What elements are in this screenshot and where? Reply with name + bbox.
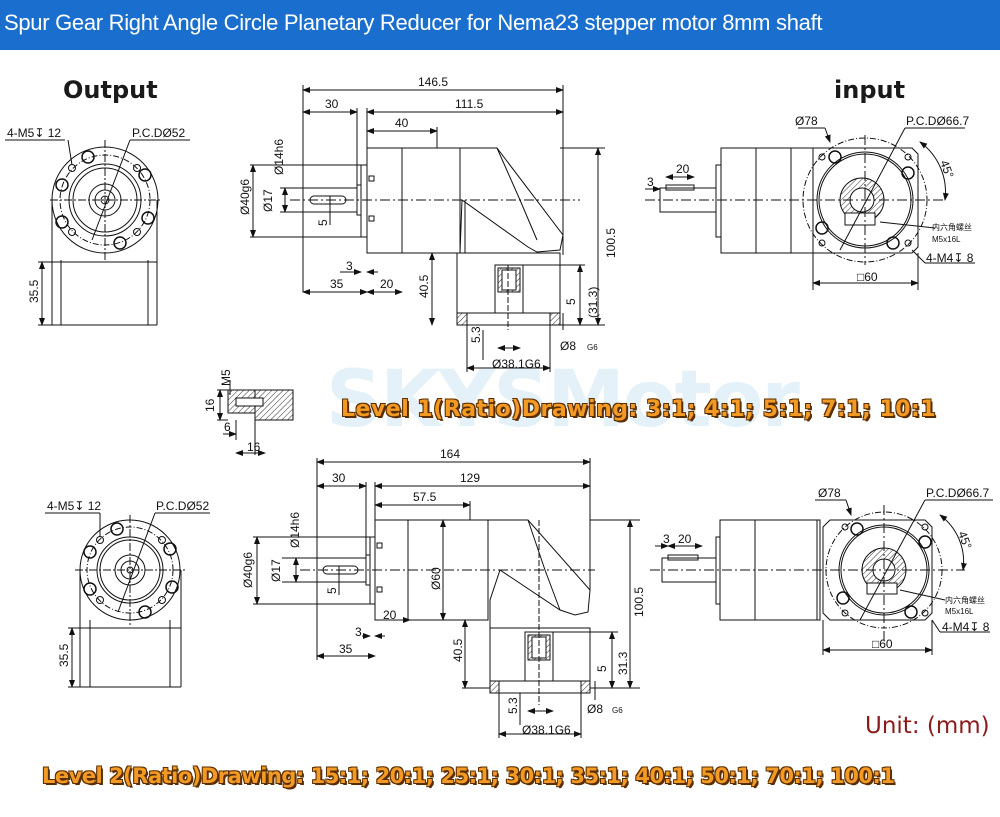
level1-caption: Level 1(Ratio)Drawing: 3:1; 4:1; 5:1; 7:… bbox=[341, 397, 937, 422]
l2-gear-section: 57.5 bbox=[413, 490, 437, 504]
l2-overall-length: 164 bbox=[440, 447, 460, 461]
key-detail bbox=[217, 380, 294, 456]
l2-screw-note: M5x16L bbox=[945, 607, 974, 616]
l1-overall-length: 146.5 bbox=[418, 75, 448, 89]
l1-total-height: 100.5 bbox=[604, 228, 618, 258]
l2-flange-width: 20 bbox=[383, 608, 397, 622]
l2-key-width: 5 bbox=[325, 587, 339, 594]
l1-gear-section: 40 bbox=[395, 116, 409, 130]
l1-flange-width: 20 bbox=[380, 277, 394, 291]
l1-shaft-dia: Ø14h6 bbox=[272, 139, 286, 175]
l2-input-angle: 45° bbox=[955, 529, 974, 551]
l2-input-key-length: 20 bbox=[678, 532, 692, 546]
l2-center-height: 40.5 bbox=[451, 638, 465, 662]
l2-output-pcd-callout: P.C.DØ52 bbox=[156, 499, 209, 513]
l1-input-bore: Ø8 bbox=[560, 339, 576, 353]
l2-input-bore-tol: G6 bbox=[612, 706, 623, 715]
l1-shaft-collar: Ø17 bbox=[261, 189, 275, 212]
l2-screw-note-cn: 内六角螺丝 bbox=[945, 595, 985, 605]
l1-output-pcd-callout: P.C.DØ52 bbox=[132, 126, 185, 140]
l2-input-key-offset: 3 bbox=[663, 532, 670, 546]
l2-input-depth: 5 bbox=[595, 665, 609, 672]
l2-base-thickness: 5.3 bbox=[506, 697, 520, 714]
l1-input-pcd: P.C.DØ66.7 bbox=[906, 114, 969, 128]
l2-output-height: 35.5 bbox=[57, 643, 71, 667]
l2-shaft-dia: Ø14h6 bbox=[288, 512, 302, 548]
l1-flange-dia: Ø40g6 bbox=[238, 179, 252, 215]
l1-pilot-dia: Ø38.1G6 bbox=[492, 357, 541, 371]
level2-input-view bbox=[650, 499, 993, 655]
l1-screw-note-cn: 内六角螺丝 bbox=[932, 222, 972, 232]
l1-center-height: 40.5 bbox=[417, 274, 431, 298]
key-width: 16 bbox=[247, 440, 261, 454]
l2-input-outer-dia: Ø78 bbox=[818, 486, 841, 500]
l1-output-bolt-callout: 4-M5↧ 12 bbox=[7, 126, 61, 140]
level1-output-view: Output bbox=[5, 76, 190, 326]
l2-input-bore: Ø8 bbox=[587, 702, 603, 716]
l1-output-height: 35.5 bbox=[27, 279, 41, 303]
l1-input-bolt-callout: 4-M4↧ 8 bbox=[926, 251, 974, 265]
l1-input-height: (31.3) bbox=[586, 287, 600, 318]
l1-input-key-length: 20 bbox=[676, 162, 690, 176]
key-thread: M5 bbox=[219, 369, 233, 386]
output-title: Output bbox=[63, 76, 158, 104]
key-height: 16 bbox=[203, 398, 217, 412]
l1-base-thickness: 5.3 bbox=[469, 326, 483, 343]
level2-caption: Level 2(Ratio)Drawing: 15:1; 20:1; 25:1;… bbox=[42, 764, 895, 788]
l2-pilot-dia: Ø38.1G6 bbox=[522, 723, 571, 737]
l1-input-outer-dia: Ø78 bbox=[795, 114, 818, 128]
l2-shaft-collar: Ø17 bbox=[269, 559, 283, 582]
l2-output-bolt-callout: 4-M5↧ 12 bbox=[47, 499, 101, 513]
l2-shaft-offset: 35 bbox=[339, 642, 353, 656]
l1-input-square: □60 bbox=[857, 270, 878, 284]
l1-input-key-offset: 3 bbox=[647, 175, 654, 189]
l2-body-dia: Ø60 bbox=[429, 567, 443, 590]
l1-key-width: 5 bbox=[316, 219, 330, 226]
watermark: SKYSMotor bbox=[326, 355, 800, 445]
l1-shaft-offset: 35 bbox=[330, 277, 344, 291]
level1-side-view bbox=[250, 85, 605, 372]
l2-input-bolt-callout: 4-M4↧ 8 bbox=[942, 620, 990, 634]
l1-input-angle: 45° bbox=[937, 158, 956, 180]
l1-flange-offset: 3 bbox=[346, 259, 353, 273]
l2-body-length: 129 bbox=[460, 471, 480, 485]
l2-shaft-length: 30 bbox=[332, 471, 346, 485]
l1-body-length: 111.5 bbox=[455, 97, 484, 111]
l1-screw-note: M5x16L bbox=[932, 235, 961, 244]
level2-output-view bbox=[45, 512, 210, 688]
l2-input-square: □60 bbox=[872, 637, 893, 651]
l2-input-pcd: P.C.DØ66.7 bbox=[926, 486, 989, 500]
level2-side-view bbox=[253, 458, 640, 738]
l2-input-height: 31.3 bbox=[616, 651, 630, 675]
level1-input-view: input bbox=[645, 76, 975, 290]
l2-total-height: 100.5 bbox=[632, 587, 646, 617]
l2-flange-offset: 3 bbox=[355, 625, 362, 639]
l2-flange-dia: Ø40g6 bbox=[241, 552, 255, 588]
l1-input-depth: 5 bbox=[564, 298, 578, 305]
title-bar: Spur Gear Right Angle Circle Planetary R… bbox=[0, 0, 1000, 50]
unit-label: Unit: (mm) bbox=[865, 713, 990, 739]
l1-shaft-length: 30 bbox=[325, 97, 339, 111]
input-title: input bbox=[834, 76, 905, 104]
key-offset: 6 bbox=[224, 420, 231, 434]
l1-input-bore-tol: G6 bbox=[587, 343, 598, 352]
page-title: Spur Gear Right Angle Circle Planetary R… bbox=[4, 10, 823, 35]
